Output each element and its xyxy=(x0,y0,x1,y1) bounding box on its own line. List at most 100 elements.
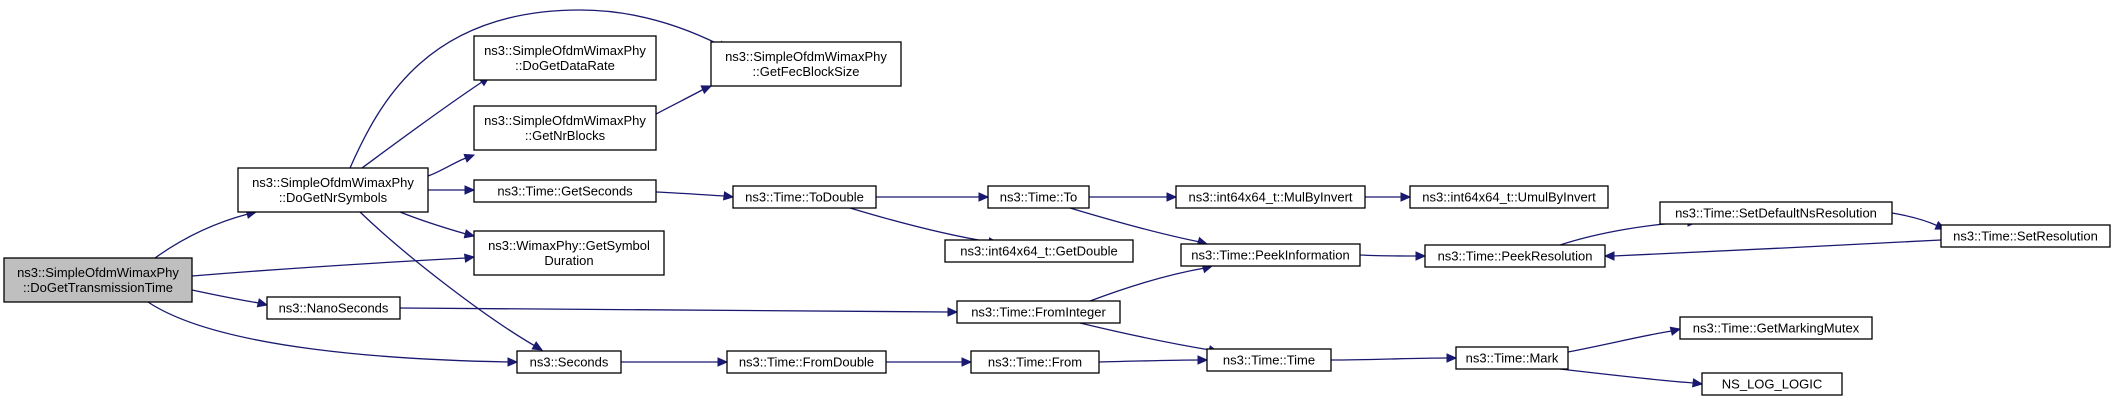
node-nslog[interactable]: NS_LOG_LOGIC xyxy=(1701,372,1843,396)
node-box xyxy=(473,35,657,81)
edge-arrowhead xyxy=(1197,355,1209,365)
call-nodes: ns3::SimpleOfdmWimaxPhy::DoGetTransmissi… xyxy=(3,35,2111,396)
node-label: ns3::int64x64_t::MulByInvert xyxy=(1188,190,1352,205)
edge-arrowhead xyxy=(978,192,990,202)
edge-arrowhead xyxy=(1415,251,1427,261)
edge-arrowhead xyxy=(463,153,476,163)
node-label: ::DoGetDataRate xyxy=(515,58,615,73)
node-peekres[interactable]: ns3::Time::PeekResolution xyxy=(1424,244,1606,268)
node-box xyxy=(1409,185,1609,209)
node-box xyxy=(1175,185,1366,209)
edge-line xyxy=(147,301,510,363)
node-label: ns3::SimpleOfdmWimaxPhy xyxy=(484,43,646,58)
node-box xyxy=(1180,243,1361,267)
edge-line xyxy=(1089,267,1206,302)
node-from[interactable]: ns3::Time::From xyxy=(970,350,1100,374)
node-to[interactable]: ns3::Time::To xyxy=(987,185,1090,209)
edge-mulbyinvert-to-umulbyinvert xyxy=(1365,192,1412,202)
node-markingmutex[interactable]: ns3::Time::GetMarkingMutex xyxy=(1679,316,1873,340)
edge-line xyxy=(399,211,467,235)
node-datarate[interactable]: ns3::SimpleOfdmWimaxPhy::DoGetDataRate xyxy=(473,35,657,81)
node-label: ns3::Seconds xyxy=(530,355,609,370)
node-label: ns3::NanoSeconds xyxy=(279,301,389,316)
edge-peekinfo-to-peekres xyxy=(1359,251,1427,261)
node-peekinfo[interactable]: ns3::Time::PeekInformation xyxy=(1180,243,1361,267)
edge-root-to-seconds xyxy=(147,301,519,367)
node-setres[interactable]: ns3::Time::SetResolution xyxy=(1940,224,2111,248)
edge-setdefault-to-setres xyxy=(1891,212,1947,230)
node-label: ns3::SimpleOfdmWimaxPhy xyxy=(484,113,646,128)
edge-line xyxy=(427,157,467,177)
node-box xyxy=(944,239,1134,263)
node-box xyxy=(956,300,1121,324)
edge-line xyxy=(399,307,950,313)
edge-line xyxy=(1891,212,1939,227)
edge-line xyxy=(1559,221,1691,246)
node-label: ns3::Time::GetMarkingMutex xyxy=(1693,321,1860,336)
edge-line xyxy=(1567,330,1673,353)
node-box xyxy=(3,257,193,303)
node-fromdouble[interactable]: ns3::Time::FromDouble xyxy=(726,350,887,374)
node-label: ns3::SimpleOfdmWimaxPhy xyxy=(17,265,179,280)
node-root[interactable]: ns3::SimpleOfdmWimaxPhy::DoGetTransmissi… xyxy=(3,257,193,303)
edge-line xyxy=(191,257,467,277)
edge-arrowhead xyxy=(1400,192,1412,202)
edge-seconds-to-fromdouble xyxy=(620,357,729,367)
node-label: ns3::int64x64_t::UmulByInvert xyxy=(1422,190,1596,205)
node-frominteger[interactable]: ns3::Time::FromInteger xyxy=(956,300,1121,324)
node-getdouble[interactable]: ns3::int64x64_t::GetDouble xyxy=(944,239,1134,263)
node-getseconds[interactable]: ns3::Time::GetSeconds xyxy=(473,179,657,203)
edge-arrowhead xyxy=(463,253,476,263)
node-label: ns3::Time::FromInteger xyxy=(971,305,1106,320)
node-timetime[interactable]: ns3::Time::Time xyxy=(1206,348,1332,372)
node-fecblock[interactable]: ns3::SimpleOfdmWimaxPhy::GetFecBlockSize xyxy=(710,41,902,87)
edge-nrsym-to-getseconds xyxy=(427,185,476,195)
edge-arrowhead xyxy=(1603,251,1615,261)
edge-setres-to-peekres xyxy=(1603,239,1942,261)
edge-arrowhead xyxy=(1166,192,1178,202)
edge-arrowhead xyxy=(1446,353,1458,363)
node-label: ns3::Time::GetSeconds xyxy=(497,184,633,199)
edge-mark-to-markingmutex xyxy=(1567,326,1682,353)
edge-line xyxy=(655,88,705,115)
edge-arrowhead xyxy=(717,357,729,367)
node-nrsym[interactable]: ns3::SimpleOfdmWimaxPhy::DoGetNrSymbols xyxy=(237,167,429,213)
node-mulbyinvert[interactable]: ns3::int64x64_t::MulByInvert xyxy=(1175,185,1366,209)
node-box xyxy=(1659,201,1893,225)
node-label: ns3::Time::PeekResolution xyxy=(1438,249,1593,264)
edge-line xyxy=(191,289,260,304)
edge-to-to-mulbyinvert xyxy=(1089,192,1178,202)
node-label: ::DoGetNrSymbols xyxy=(279,190,388,205)
node-label: Duration xyxy=(544,253,593,268)
edge-todouble-to-to xyxy=(876,192,990,202)
node-label: ns3::Time::Time xyxy=(1223,353,1315,368)
node-box xyxy=(1206,348,1332,372)
edge-line xyxy=(1359,254,1418,257)
node-label: ::GetNrBlocks xyxy=(525,128,606,143)
edge-line xyxy=(154,213,249,259)
node-label: ns3::int64x64_t::GetDouble xyxy=(960,244,1118,259)
edge-line xyxy=(349,9,721,169)
node-box xyxy=(1679,316,1873,340)
node-box xyxy=(473,230,665,276)
edge-arrowhead xyxy=(463,229,476,239)
node-mark[interactable]: ns3::Time::Mark xyxy=(1455,346,1569,370)
node-box xyxy=(970,350,1100,374)
edge-arrowhead xyxy=(700,85,713,95)
edge-arrowhead xyxy=(256,298,269,308)
node-seconds[interactable]: ns3::Seconds xyxy=(516,350,622,374)
node-box xyxy=(987,185,1090,209)
node-todouble[interactable]: ns3::Time::ToDouble xyxy=(732,185,877,209)
edge-from-to-timetime xyxy=(1098,355,1209,365)
edge-nanosec-to-frominteger xyxy=(399,307,959,317)
node-setdefault[interactable]: ns3::Time::SetDefaultNsResolution xyxy=(1659,201,1893,225)
node-box xyxy=(473,105,657,151)
node-nrblocks[interactable]: ns3::SimpleOfdmWimaxPhy::GetNrBlocks xyxy=(473,105,657,151)
node-umulbyinvert[interactable]: ns3::int64x64_t::UmulByInvert xyxy=(1409,185,1609,209)
node-label: ns3::Time::PeekInformation xyxy=(1191,248,1349,263)
node-box xyxy=(266,296,401,320)
node-nanosec[interactable]: ns3::NanoSeconds xyxy=(266,296,401,320)
call-edges xyxy=(147,9,1947,388)
edge-nrsym-to-symdur xyxy=(399,211,476,239)
